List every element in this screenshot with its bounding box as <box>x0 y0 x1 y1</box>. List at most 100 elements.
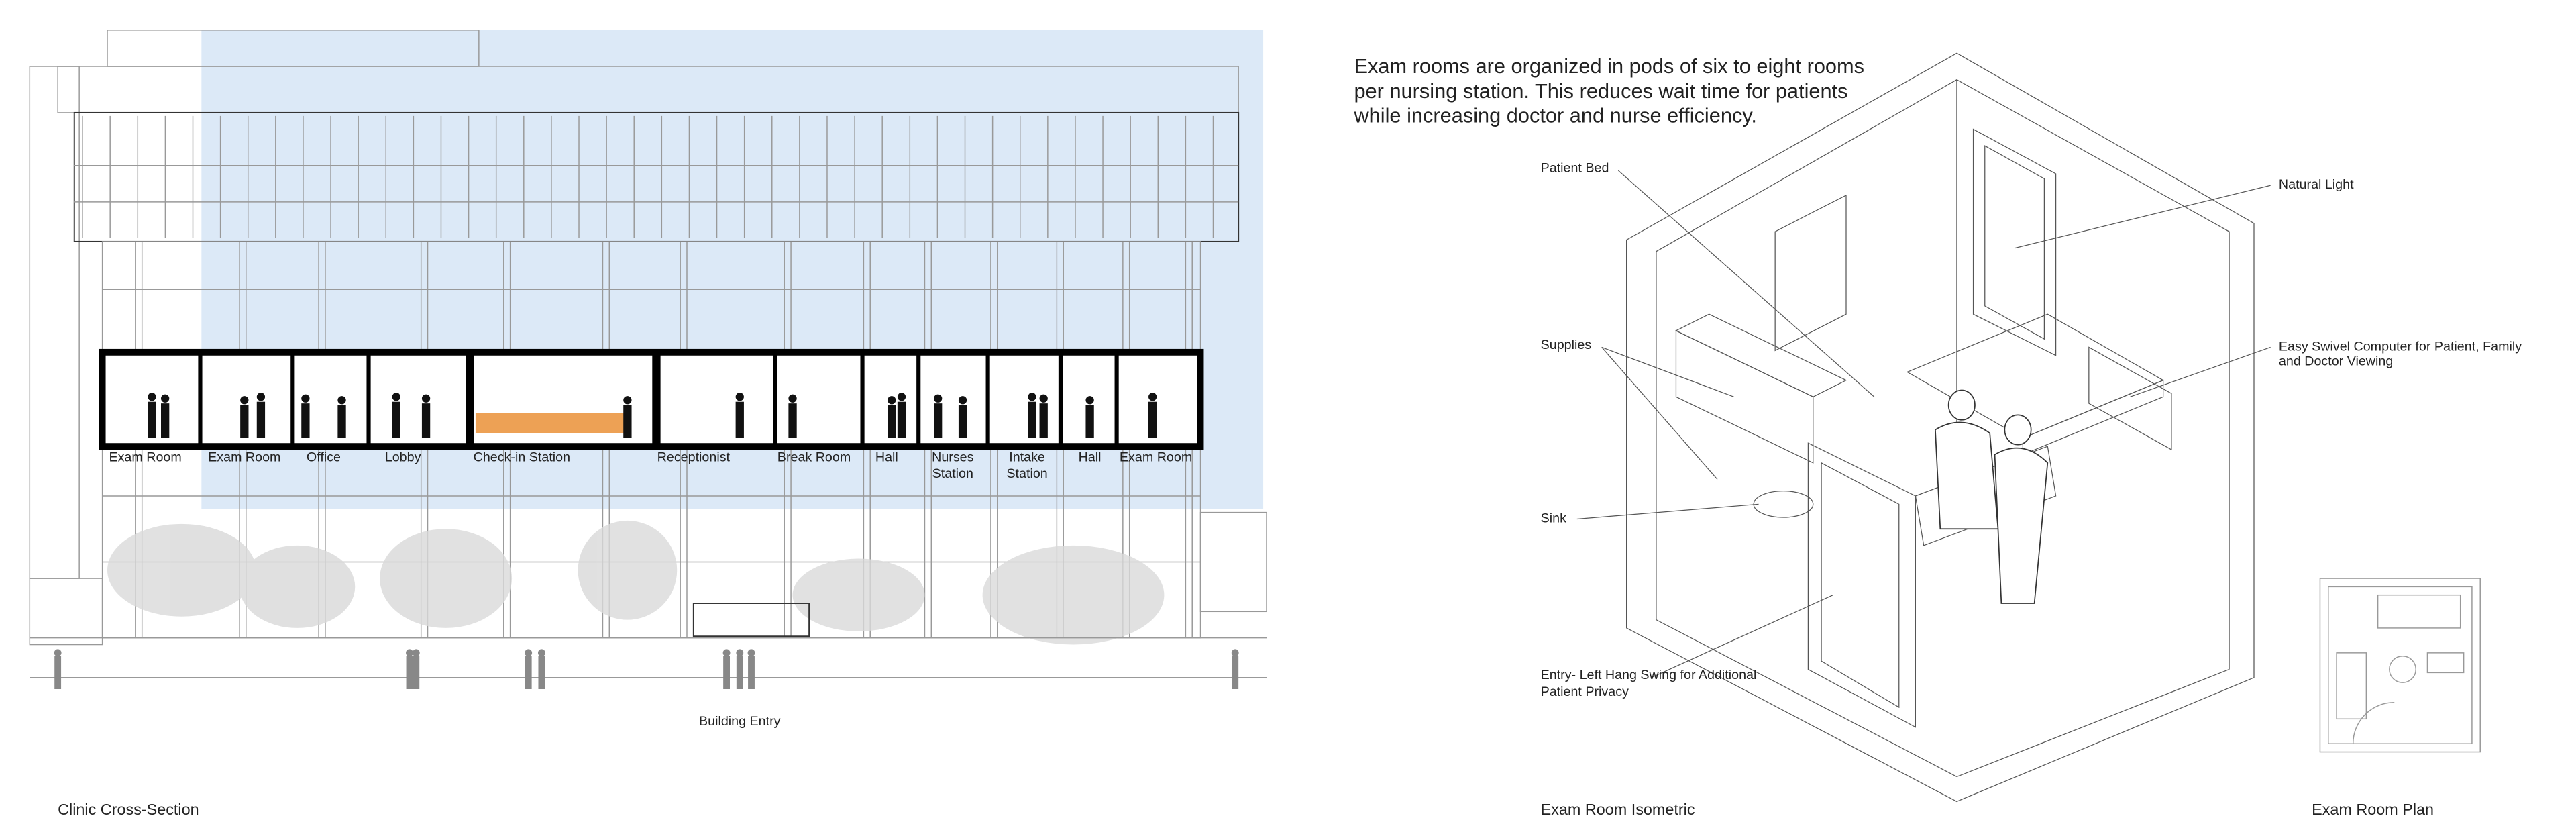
window <box>1972 128 2057 356</box>
entry-canopy <box>692 603 810 637</box>
room-label: Exam Room <box>208 450 280 464</box>
pedestrian <box>525 656 532 689</box>
section-wall <box>1058 352 1063 447</box>
person-silhouette <box>1039 394 1048 403</box>
building-entry-label: Building Entry <box>699 714 781 729</box>
room-label-line-2: Station <box>932 466 973 481</box>
section-wall <box>985 352 990 447</box>
section-wall <box>860 352 865 447</box>
person-silhouette <box>301 403 310 438</box>
callout-entry-line-2: Patient Privacy <box>1541 684 1629 699</box>
supply-cabinet <box>1675 329 1814 464</box>
person-silhouette <box>897 393 906 401</box>
intro-line-3: while increasing doctor and nurse effici… <box>1353 104 1757 127</box>
mirror <box>1774 194 1847 352</box>
callout-patient-bed: Patient Bed <box>1541 161 1609 176</box>
cross-section-caption: Clinic Cross-Section <box>58 801 199 818</box>
person-silhouette <box>958 396 967 405</box>
exam-room-plan: Exam Room Plan <box>2312 578 2481 818</box>
section-cut <box>99 348 1204 450</box>
intro-line-2: per nursing station. This reduces wait t… <box>1354 79 1847 103</box>
room-label: Lobby <box>385 450 421 464</box>
counter <box>1906 313 2165 439</box>
room-label: Nurses <box>932 450 974 464</box>
callout-computer-line-2: and Doctor Viewing <box>2279 354 2393 369</box>
isometric-caption: Exam Room Isometric <box>1541 801 1695 818</box>
room-label: Check-in Station <box>474 450 570 464</box>
louver-lines <box>74 115 1239 238</box>
callout-natural-light: Natural Light <box>2279 177 2354 192</box>
adjacent-building-left <box>29 66 80 579</box>
pedestrian <box>1231 649 1239 657</box>
person-silhouette <box>421 394 431 403</box>
pedestrian <box>412 649 420 657</box>
person-silhouette <box>240 396 249 405</box>
person-silhouette <box>1085 396 1094 405</box>
exam-room-isometric: Exam rooms are organized in pods of six … <box>1353 52 2522 818</box>
room-label: Exam Room <box>109 450 181 464</box>
person-silhouette <box>788 394 797 403</box>
person-silhouette <box>392 393 400 401</box>
room-label: Receptionist <box>657 450 731 464</box>
person-silhouette <box>897 401 906 438</box>
person-silhouette <box>337 396 346 405</box>
person-silhouette <box>934 394 943 403</box>
entry-door <box>1807 442 1916 728</box>
person-silhouette <box>888 405 896 438</box>
pedestrian <box>406 649 413 657</box>
person-silhouette <box>1028 401 1036 438</box>
person-silhouette <box>337 405 346 438</box>
person-silhouette <box>788 403 797 438</box>
person-silhouette <box>256 393 266 401</box>
person-silhouette <box>161 403 170 438</box>
room-label: Intake <box>1009 450 1045 464</box>
person-silhouette <box>623 405 632 438</box>
section-wall <box>198 352 203 447</box>
pedestrian <box>723 656 730 689</box>
person-silhouette <box>888 396 896 405</box>
person-silhouette <box>161 394 170 403</box>
pedestrian <box>747 649 755 657</box>
callout-sink: Sink <box>1541 511 1566 525</box>
pedestrian <box>538 656 545 689</box>
pedestrian <box>1232 656 1239 689</box>
person-silhouette <box>256 401 266 438</box>
section-wall <box>773 352 777 447</box>
pedestrian <box>525 649 533 657</box>
callout-computer-line-1: Easy Swivel Computer for Patient, Family <box>2279 339 2522 354</box>
person-silhouette <box>421 403 431 438</box>
pedestrian <box>54 649 62 657</box>
person-silhouette <box>958 405 967 438</box>
section-walls <box>198 352 1119 447</box>
plan-linework <box>2319 578 2481 753</box>
intro-line-1: Exam rooms are organized in pods of six … <box>1354 54 1864 78</box>
pedestrian <box>406 656 413 689</box>
pedestrian <box>413 656 420 689</box>
sink <box>1753 491 1814 518</box>
room-label: Hall <box>875 450 898 464</box>
leader-lines <box>1576 170 2271 678</box>
section-wall <box>466 352 474 447</box>
callout-entry-line-1: Entry- Left Hang Swing for Additional <box>1541 668 1757 682</box>
person-silhouette <box>735 401 744 438</box>
people <box>54 393 1239 689</box>
person-silhouette <box>301 394 310 403</box>
pedestrian <box>736 649 744 657</box>
adjacent-building-right <box>1199 511 1267 613</box>
person-silhouette <box>148 401 156 438</box>
person-silhouette <box>148 393 156 401</box>
clinic-cross-section: Exam Room Exam Room Office Lobby Check-in St… <box>29 30 1267 818</box>
section-wall <box>916 352 921 447</box>
person-silhouette <box>392 401 400 438</box>
section-wall <box>366 352 371 447</box>
room-label: Office <box>307 450 341 464</box>
section-wall <box>290 352 295 447</box>
pedestrian <box>537 649 545 657</box>
person-silhouette <box>735 393 744 401</box>
person-silhouette <box>1028 393 1036 401</box>
person-silhouette <box>240 405 249 438</box>
section-wall <box>1114 352 1119 447</box>
pedestrian <box>54 656 62 689</box>
room-label: Break Room <box>777 450 851 464</box>
section-wall <box>652 352 661 447</box>
